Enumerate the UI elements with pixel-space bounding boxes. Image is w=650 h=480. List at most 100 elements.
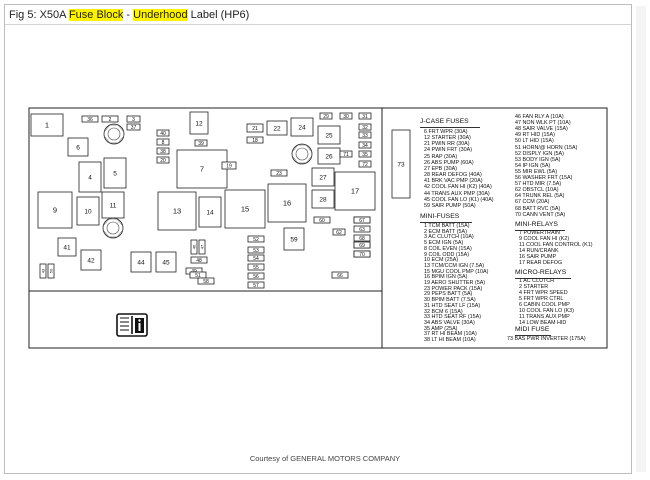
- fuse-box-45: 45: [155, 251, 177, 273]
- fuse-box-outline: [353, 234, 371, 242]
- fuse-box-63: 63: [353, 225, 371, 233]
- title-separator: -: [123, 9, 134, 21]
- scrollbar[interactable]: [636, 6, 646, 472]
- fuse-box-outline: [81, 115, 99, 123]
- legend-entry: 14 RUN/CRANK: [519, 248, 559, 254]
- fuse-box-label: 14: [206, 209, 214, 216]
- mini-fuses-title: MINI-FUSES: [420, 213, 460, 220]
- legend-entry: 4 FRT WPR SPEED: [519, 290, 568, 296]
- fuse-box-label: 62: [336, 230, 342, 236]
- fuse-box-label: 71: [343, 152, 349, 158]
- fuse-box-50: 50: [47, 263, 55, 279]
- fuse-box-label: 70: [359, 252, 365, 258]
- legend-entry: 21 PWIN RR (30A): [424, 141, 470, 148]
- legend-entry: 54 IP IGN (5A): [515, 162, 551, 169]
- legend-entry: 32 BCM 6 (15A): [424, 308, 463, 315]
- fuse-box-71: 71: [339, 150, 353, 158]
- fuse-box-5: 5: [103, 157, 127, 189]
- fuse-box-label: 58: [203, 279, 209, 285]
- fuse-box-label: 6: [76, 144, 80, 151]
- bolt-terminal: [103, 123, 125, 145]
- fuse-box-outline: [317, 125, 341, 145]
- figure-frame: Fig 5: X50A Fuse Block - Underhood Label…: [4, 4, 632, 474]
- fuse-box-outline: [80, 249, 102, 271]
- jcase-title: J-CASE FUSES: [420, 118, 469, 125]
- fuse-box-outline: [311, 167, 335, 187]
- legend-entry: 6 CABIN COOL PMP: [519, 302, 570, 308]
- fuse-box-label: 25: [325, 132, 333, 139]
- fuse-box-label: 18: [252, 138, 258, 144]
- fuse-box-outline: [358, 160, 372, 168]
- fuse-box-26: 26: [317, 147, 341, 165]
- fuse-box-outline: [353, 250, 371, 258]
- fuse-box-21: 21: [246, 123, 264, 133]
- legend-entry: 5 FRT WPR CTRL: [519, 296, 564, 302]
- fuse-box-outline: [358, 150, 372, 158]
- legend-entry: 62 OBSTCL (10A): [515, 187, 559, 194]
- fuse-box-40: 40: [156, 129, 170, 137]
- legend-entry: 38 LT HI BEAM (10A): [424, 337, 476, 343]
- fuse-box-62: 62: [332, 228, 346, 236]
- fuse-box-label: 26: [325, 153, 333, 160]
- fuse-box-outline: [103, 157, 127, 189]
- fuse-box-label: 52: [253, 237, 259, 243]
- fuse-box-42: 42: [80, 249, 102, 271]
- fuse-box-label: 41: [63, 244, 71, 251]
- fuse-box-66: 66: [331, 271, 349, 279]
- fuse-box-14: 14: [198, 196, 222, 228]
- fuse-box-label: 30: [343, 114, 349, 120]
- legend-entry: 41 BRK VAC PMP (20A): [424, 178, 483, 185]
- fuse-box-outline: [313, 216, 331, 224]
- fuse-box-label: 53: [253, 248, 259, 254]
- fuse-box-outline: [197, 277, 215, 285]
- fuse-box-outline: [190, 239, 198, 255]
- fuse-box-35: 35: [358, 150, 372, 158]
- fuse-box-outline: [246, 123, 264, 133]
- fuse-box-6: 6: [67, 137, 89, 157]
- fuse-box-7: 7: [176, 149, 228, 189]
- fuse-box-outline: [247, 281, 265, 289]
- fuse-box-outline: [126, 123, 141, 131]
- legend-entry: 55 MIR EWL (5A): [515, 168, 558, 175]
- legend-entry: 33 HTD SEAT RF (15A): [424, 314, 482, 321]
- fuse-box-outline: [221, 161, 237, 170]
- fuse-box-33: 33: [358, 131, 372, 139]
- fuse-box-label: 59: [290, 236, 298, 243]
- legend-entry: 6 FRT WPR (30A): [424, 129, 468, 135]
- legend-entry: 59 SAIR PUMP (50A): [424, 202, 476, 209]
- legend-entry: 42 COOL FAN HI (K2) (40A): [424, 184, 492, 191]
- legend-entry: 49 RT HID (15A): [515, 132, 555, 139]
- fuse-box-label: 9: [53, 206, 57, 215]
- fuse-box-31: 31: [358, 112, 372, 120]
- fuse-box-28: 28: [311, 189, 335, 209]
- fuse-box-label: 37: [131, 125, 137, 131]
- fuse-box-label: 31: [362, 114, 368, 120]
- fuse-box-label: 68: [359, 236, 365, 242]
- fuse-box-outline: [156, 138, 170, 146]
- fuse-box-18: 18: [246, 136, 264, 144]
- fuse-box-outline: [189, 111, 209, 135]
- fuse-box-label: 15: [241, 205, 249, 214]
- fuse-box-label: 34: [362, 143, 368, 149]
- fuse-box-label: 45: [162, 259, 170, 266]
- legend-entry: 52 DISPLY IGN (5A): [515, 150, 564, 157]
- title-highlight-fuse-block: Fuse Block: [68, 9, 124, 21]
- fuse-box-outline: [198, 239, 206, 255]
- legend-entry: 10 ECM (25A): [424, 257, 459, 264]
- fuse-box-56: 56: [247, 272, 265, 280]
- fuse-box-label: 35: [362, 152, 368, 158]
- legend-entry: 2 ECM BATT (5A): [424, 228, 467, 235]
- legend-entry: 47 NON WLK PT (10A): [515, 120, 571, 127]
- fuse-box-1: 1: [30, 113, 64, 137]
- legend-entry: 35 AMP (25A): [424, 325, 458, 332]
- fuse-box-label: 67: [359, 218, 365, 224]
- legend-entry: 19 AERO SHUTTER (5A): [424, 280, 486, 286]
- fuse-box-outline: [319, 112, 333, 120]
- fuse-box-outline: [246, 136, 264, 144]
- fuse-box-outline: [57, 237, 77, 257]
- fuse-box-label: 22: [273, 125, 281, 132]
- fuse-box-58: 58: [197, 277, 215, 285]
- legend-entry: 29 PEPS BATT (5A): [424, 291, 473, 298]
- fuse-box-label: 16: [283, 199, 291, 208]
- fuse-box-label: 12: [195, 120, 203, 127]
